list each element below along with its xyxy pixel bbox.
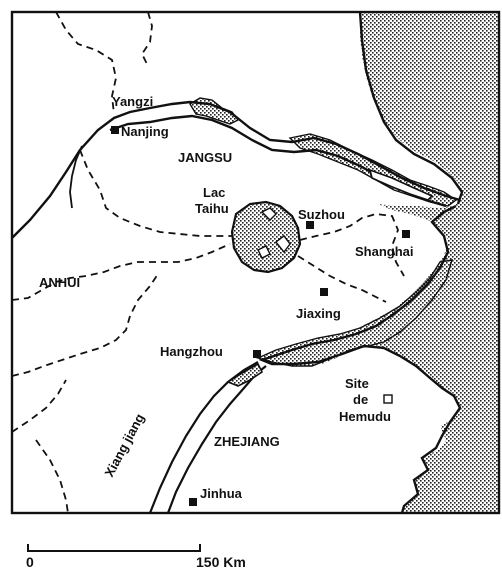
anhui-label: ANHUI — [39, 275, 80, 290]
xiang-jiang-confluence — [226, 362, 264, 387]
yangzi-river — [12, 100, 461, 239]
provincial-boundaries — [12, 12, 405, 513]
lake-taihu — [230, 200, 302, 274]
scale-bar: 0 150 Km — [26, 544, 246, 570]
nanjing-label: Nanjing — [121, 124, 169, 139]
jiaxing-marker[interactable] — [320, 288, 328, 296]
jinhua-label: Jinhua — [200, 486, 243, 501]
sea-area — [262, 12, 499, 513]
yangzi-upstream — [69, 145, 83, 209]
yangzi-label: Yangzi — [112, 94, 153, 109]
suzhou-label: Suzhou — [298, 207, 345, 222]
lake-taihu-islands — [257, 207, 291, 259]
de-label: de — [353, 392, 368, 407]
jinhua-marker[interactable] — [189, 498, 197, 506]
hangzhou-label: Hangzhou — [160, 344, 223, 359]
hemudu-site-marker[interactable] — [383, 394, 393, 404]
nanjing-marker[interactable] — [111, 126, 119, 134]
chongming-island — [368, 168, 434, 201]
jiangsu-label: JANGSU — [178, 150, 232, 165]
hemudu-label: Hemudu — [339, 409, 391, 424]
scale-end-label: 150 Km — [196, 554, 246, 570]
lac-label: Lac — [203, 185, 225, 200]
scale-zero-label: 0 — [26, 554, 34, 570]
shanghai-label: Shanghai — [355, 244, 414, 259]
shanghai-marker[interactable] — [402, 230, 410, 238]
hangzhou-marker[interactable] — [253, 350, 261, 358]
site-label: Site — [345, 376, 369, 391]
taihu-label: Taihu — [195, 201, 229, 216]
xiang-jiang-river — [148, 361, 259, 513]
yangzi-upper-stipple — [189, 97, 240, 125]
coastline-south — [258, 204, 462, 513]
suzhou-marker[interactable] — [306, 221, 314, 229]
jiaxing-label: Jiaxing — [296, 306, 341, 321]
coastline — [358, 12, 464, 205]
map-frame — [10, 10, 501, 515]
zhejiang-label: ZHEJIANG — [214, 434, 280, 449]
